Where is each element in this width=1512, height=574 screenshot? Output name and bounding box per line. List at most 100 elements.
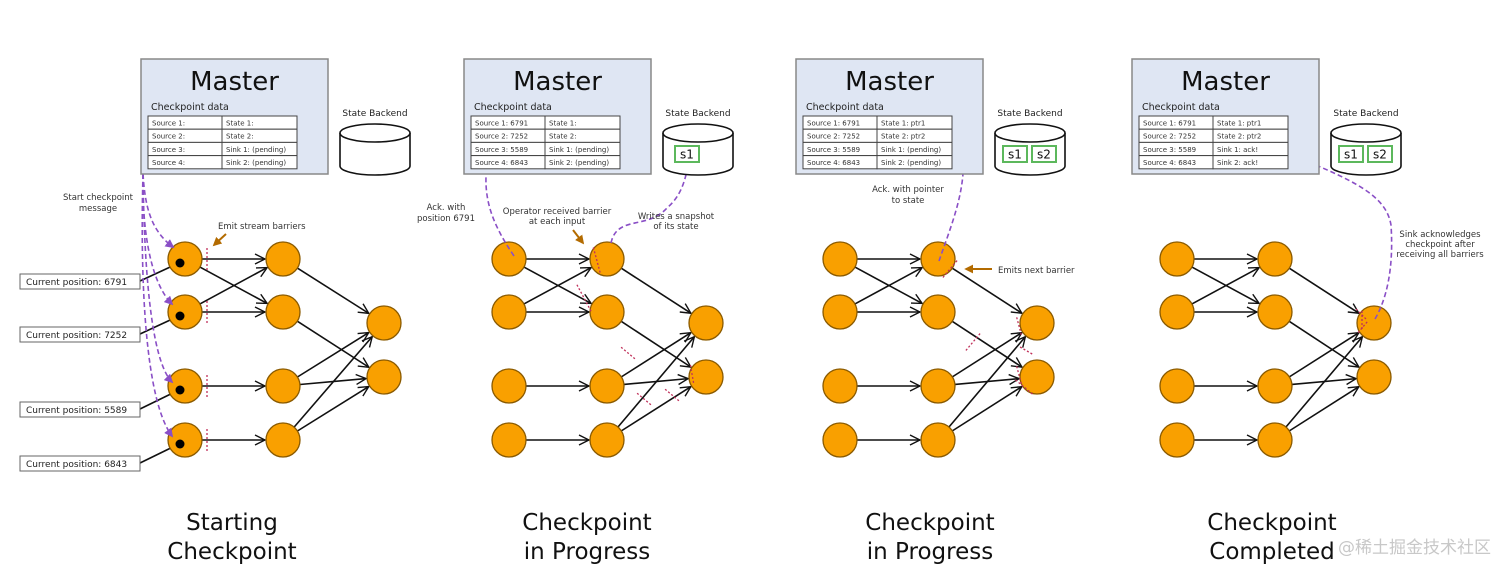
caption-line: Checkpoint (522, 510, 651, 536)
annotation-line: message (79, 204, 117, 214)
checkpoint-message-dashed-arrow (1282, 150, 1393, 320)
stream-edge (199, 268, 267, 305)
stream-barrier-mark (1016, 317, 1022, 335)
annotation-emit-barriers: Emit stream barriers (218, 222, 306, 232)
checkpoint-message-dashed-arrow (142, 173, 175, 249)
sink-operator-node (688, 359, 724, 395)
source-cell-text: Source 1: 6791 (1143, 120, 1196, 128)
annotation-line: of its state (653, 222, 698, 232)
current-position-box (19, 455, 141, 472)
source-operator-node (167, 294, 203, 330)
map-operator-node (920, 422, 956, 458)
current-position-text: Current position: 5589 (26, 406, 127, 416)
checkpoint-table-row: Source 1:State 1: (147, 115, 298, 130)
stream-edge (1288, 333, 1358, 378)
stream-edge (854, 268, 922, 305)
annotation-emits-next-barrier: Emits next barrier (998, 266, 1075, 276)
position-dot (175, 258, 185, 268)
annotation-line: receiving all barriers (1396, 250, 1484, 260)
stream-edge (296, 320, 369, 367)
annotation-line: to state (892, 196, 925, 206)
stream-edge (1285, 337, 1362, 428)
snapshot-box (1002, 145, 1028, 163)
map-operator-node (1257, 294, 1293, 330)
current-position-box (19, 401, 141, 418)
stream-edge (620, 267, 691, 313)
annotation-line: Ack. with (427, 203, 466, 213)
cylinder-body (339, 133, 411, 176)
current-position-box (19, 326, 141, 343)
checkpoint-data-label: Checkpoint data (151, 102, 229, 113)
map-operator-node (589, 422, 625, 458)
table-cell (1212, 155, 1289, 170)
checkpoint-data-label: Checkpoint data (1142, 102, 1220, 113)
table-cell (876, 155, 953, 170)
source-cell-text: Source 2: 7252 (807, 133, 860, 141)
current-position-text: Current position: 7252 (26, 331, 127, 341)
stream-edge (617, 337, 694, 428)
stream-edge (620, 387, 690, 432)
state-cell-text: Sink 1: (pending) (881, 146, 941, 154)
stream-edge (296, 267, 368, 313)
stream-barrier-mark (636, 392, 652, 406)
stream-edge (1191, 268, 1259, 305)
state-cell-text: State 2: (549, 133, 577, 141)
map-operator-node (265, 294, 301, 330)
state-cell-text: State 1: ptr1 (881, 120, 925, 128)
state-backend-cylinder-icon (994, 123, 1066, 176)
master-title: Master (845, 67, 934, 97)
watermark: @稀土掘金技术社区 (1338, 538, 1491, 558)
sink-operator-node (1019, 359, 1055, 395)
stream-edge (951, 320, 1022, 367)
annotation-line: Writes a snapshot (638, 212, 715, 222)
map-operator-node (589, 241, 625, 277)
snapshot-label: s2 (1037, 148, 1051, 162)
stream-barrier-mark (1016, 366, 1022, 384)
source-operator-node (1159, 241, 1195, 277)
map-operator-node (589, 368, 625, 404)
stream-barrier-mark (664, 388, 680, 402)
annotation-line: Start checkpoint (63, 193, 134, 203)
annotation-arrow (212, 233, 227, 247)
map-operator-node (265, 422, 301, 458)
current-position-box (19, 273, 141, 290)
master-title: Master (1181, 67, 1270, 97)
checkpoint-table-row: Source 2:State 2: (147, 128, 298, 143)
snapshot-label: s2 (1373, 148, 1387, 162)
state-cell-text: Sink 1: (pending) (226, 146, 286, 154)
caption-line: Completed (1209, 539, 1334, 565)
state-cell-text: State 2: ptr2 (1217, 133, 1261, 141)
stream-edge (951, 267, 1022, 313)
checkpoint-data-label: Checkpoint data (806, 102, 884, 113)
stream-edge (1288, 320, 1359, 367)
source-operator-node (491, 368, 527, 404)
current-position-text: Current position: 6843 (26, 460, 127, 470)
caption-line: Checkpoint (865, 510, 994, 536)
source-operator-node (167, 422, 203, 458)
state-cell-text: State 2: (226, 133, 254, 141)
stream-edge (1288, 387, 1358, 432)
map-operator-node (920, 294, 956, 330)
snapshot-box (1338, 145, 1364, 163)
snapshot-box (674, 145, 700, 163)
annotation-line: Sink acknowledges (1399, 230, 1481, 240)
stream-edge (951, 333, 1021, 378)
annotation-line: Ack. with pointer (872, 185, 944, 195)
sink-operator-node (366, 305, 402, 341)
source-operator-node (822, 422, 858, 458)
